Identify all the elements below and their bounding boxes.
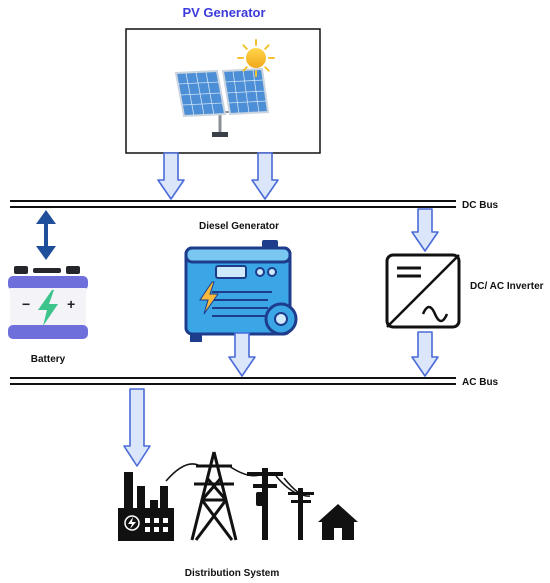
factory-icon <box>118 472 174 541</box>
ac-bus-line <box>10 377 456 385</box>
battery-label: Battery <box>31 354 66 365</box>
svg-text:+: + <box>67 296 75 312</box>
distribution-system-label: Distribution System <box>185 568 280 579</box>
diesel-generator-label: Diesel Generator <box>199 221 279 232</box>
inverter-icon <box>385 253 461 329</box>
pv-generator-title: PV Generator <box>182 5 265 20</box>
distribution-system-group <box>118 451 358 541</box>
pv-to-dc-arrow-right <box>251 152 279 200</box>
power-pole-icon <box>247 468 283 540</box>
pv-to-dc-arrow-left <box>157 152 185 200</box>
transmission-tower-icon <box>190 451 238 541</box>
battery-bidirectional-arrow <box>36 210 56 260</box>
dc-bus-line <box>10 200 456 208</box>
svg-text:−: − <box>22 296 30 312</box>
power-pole-icon <box>288 488 314 540</box>
house-icon <box>318 504 358 540</box>
dc-to-inverter-arrow <box>411 208 439 252</box>
dc-bus-label: DC Bus <box>462 200 499 211</box>
ac-bus-label: AC Bus <box>462 377 499 388</box>
inverter-label: DC/ AC Inverter <box>470 281 544 292</box>
diesel-generator-icon <box>184 240 298 342</box>
ac-to-distribution-arrow <box>123 388 151 467</box>
battery-icon: − + <box>8 266 88 339</box>
solar-panel-icon <box>174 67 270 137</box>
generator-to-ac-arrow <box>228 332 256 377</box>
sun-icon <box>237 39 275 77</box>
inverter-to-ac-arrow <box>411 331 439 377</box>
